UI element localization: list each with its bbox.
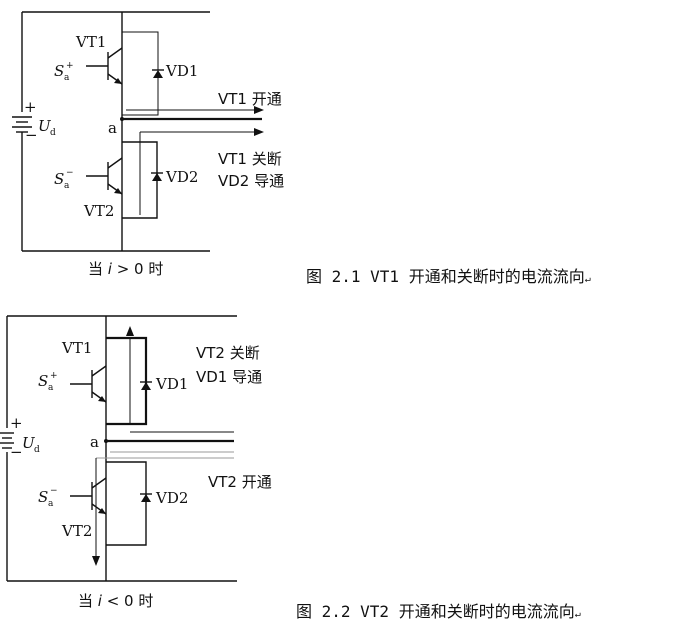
dc-source-2 xyxy=(0,432,14,449)
transistor-vt2-2 xyxy=(70,477,107,515)
condition-text-2: 当 i < 0 时 xyxy=(78,592,153,610)
transistor-vt1-2 xyxy=(70,365,107,403)
diode-vd1-2 xyxy=(140,381,152,390)
caption-figure-2: 图 2.2 VT2 开通和关断时的电流流向↵ xyxy=(296,602,581,621)
node-a-label-2: a xyxy=(90,433,99,451)
label-vd1: VD1 xyxy=(165,62,198,80)
current-arrowhead-vd2 xyxy=(254,128,264,136)
gate-s-plus-sign-2: + xyxy=(50,371,58,381)
note-vt1-on: VT1 开通 xyxy=(218,90,282,108)
vd2-loop-2 xyxy=(106,461,147,546)
label-vt1: VT1 xyxy=(75,33,106,51)
voltage-label-ud: U xyxy=(38,117,52,135)
note-vd1-on: VD1 导通 xyxy=(196,368,262,386)
diode-vd1 xyxy=(152,69,164,78)
vd1-loop-2 xyxy=(106,336,148,426)
label-vd1-2: VD1 xyxy=(155,375,188,393)
gate-s-minus: S xyxy=(54,170,64,188)
gate-s-plus-sub: a xyxy=(64,73,70,83)
figure-2: + − U d VT1 S a + VD1 a xyxy=(0,315,581,621)
gate-s-minus-sub: a xyxy=(64,181,70,191)
diode-vd2 xyxy=(151,172,163,181)
label-vd2-2: VD2 xyxy=(155,489,188,507)
gate-s-minus-2: S xyxy=(38,488,48,506)
diode-vd2-2 xyxy=(140,493,152,502)
source-minus-2: − xyxy=(10,443,23,461)
label-vd2: VD2 xyxy=(165,168,198,186)
gate-s-minus-sign-2: − xyxy=(50,486,58,496)
note-vt2-off: VT2 关断 xyxy=(196,344,260,362)
gate-s-plus-sign: + xyxy=(66,61,74,71)
transistor-vt2 xyxy=(86,157,123,195)
source-minus: − xyxy=(25,126,38,144)
source-plus-2: + xyxy=(10,414,23,432)
condition-text: 当 i > 0 时 xyxy=(88,260,163,278)
voltage-sub-d: d xyxy=(50,128,56,138)
node-a-label: a xyxy=(108,119,117,137)
gate-s-plus-2: S xyxy=(38,372,48,390)
dc-source xyxy=(12,116,32,133)
gate-s-minus-sign: − xyxy=(66,168,74,178)
transistor-vt1 xyxy=(86,47,123,85)
voltage-label-ud-2: U xyxy=(22,434,36,452)
note-vt2-on: VT2 开通 xyxy=(208,473,272,491)
vt2-current-arrowhead xyxy=(92,556,100,566)
gate-s-plus: S xyxy=(54,62,64,80)
label-vt2: VT2 xyxy=(83,202,114,220)
label-vt2-2: VT2 xyxy=(61,522,92,540)
note-vt1-off: VT1 关断 xyxy=(218,150,282,168)
vd1-loop xyxy=(122,31,159,116)
gate-s-minus-sub-2: a xyxy=(48,499,54,509)
caption-figure-1: 图 2.1 VT1 开通和关断时的电流流向↵ xyxy=(306,267,591,286)
current-arrowhead-vt1 xyxy=(254,106,264,114)
vd1-current-arrowhead xyxy=(126,326,134,336)
voltage-sub-d-2: d xyxy=(34,445,40,455)
figure-1: + − U d VT1 S a + VD1 a xyxy=(12,11,591,286)
source-plus: + xyxy=(24,98,37,116)
label-vt1-2: VT1 xyxy=(61,339,92,357)
note-vd2-on: VD2 导通 xyxy=(218,172,284,190)
gate-s-plus-sub-2: a xyxy=(48,383,54,393)
